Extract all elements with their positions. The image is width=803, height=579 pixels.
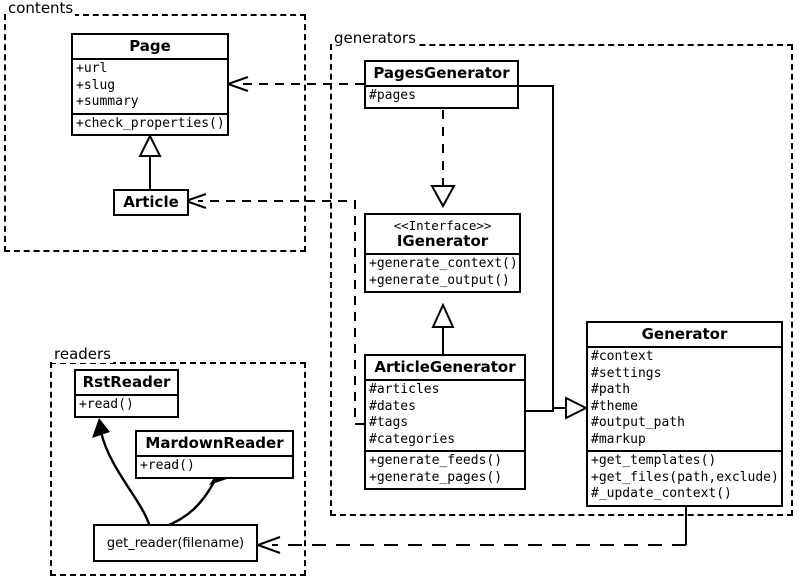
class-page[interactable]: Page +url +slug +summary +check_properti…	[71, 33, 229, 136]
attribute: #categories	[369, 431, 456, 447]
method: #_update_context()	[591, 486, 732, 501]
class-article[interactable]: Article	[113, 189, 189, 216]
class-pages-generator-attributes: #pages	[366, 85, 517, 107]
class-page-attributes: +url +slug +summary	[73, 58, 227, 113]
class-page-methods: +check_properties()	[73, 112, 227, 135]
attribute: +summary	[76, 94, 139, 109]
method: +generate_pages()	[369, 469, 503, 485]
method: +check_properties()	[76, 115, 225, 131]
class-mardown-reader-title: MardownReader	[145, 434, 284, 452]
class-mardown-reader[interactable]: MardownReader +read()	[135, 430, 294, 479]
package-contents	[4, 14, 306, 252]
attribute: #output_path	[591, 415, 685, 430]
attribute: #settings	[591, 365, 662, 381]
attribute: #context	[591, 349, 654, 364]
class-mardown-reader-methods: +read()	[137, 455, 292, 477]
class-generator-title: Generator	[641, 325, 728, 343]
class-article-title: Article	[123, 193, 179, 211]
attribute: +slug	[76, 77, 116, 93]
method: +read()	[140, 458, 195, 473]
attribute: #path	[591, 382, 631, 397]
package-generators-label: generators	[332, 29, 418, 47]
function-get-reader[interactable]: get_reader(filename)	[93, 524, 258, 562]
method: +get_files(path,exclude)	[591, 469, 779, 485]
class-rst-reader-methods: +read()	[76, 394, 177, 416]
class-article-generator-methods: +generate_feeds() +generate_pages()	[366, 450, 524, 488]
class-generator-attributes: #context #settings #path #theme #output_…	[588, 346, 781, 450]
class-article-generator-title: ArticleGenerator	[374, 358, 516, 376]
method: +generate_output()	[369, 272, 510, 288]
class-rst-reader-title: RstReader	[82, 373, 171, 391]
function-get-reader-label: get_reader(filename)	[106, 535, 245, 551]
package-contents-label: contents	[6, 0, 76, 17]
package-readers-label: readers	[52, 345, 113, 363]
attribute: #articles	[369, 382, 440, 397]
attribute: #dates	[369, 398, 416, 414]
class-igenerator[interactable]: <<Interface>> IGenerator +generate_conte…	[364, 213, 521, 293]
class-article-generator-attributes: #articles #dates #tags #categories	[366, 379, 524, 450]
class-igenerator-methods: +generate_context() +generate_output()	[366, 253, 519, 291]
class-rst-reader[interactable]: RstReader +read()	[74, 369, 179, 418]
class-article-generator[interactable]: ArticleGenerator #articles #dates #tags …	[364, 354, 526, 490]
class-pages-generator[interactable]: PagesGenerator #pages	[364, 60, 519, 109]
class-igenerator-name: IGenerator	[396, 232, 489, 250]
attribute: #theme	[591, 398, 638, 414]
attribute: #pages	[369, 88, 416, 103]
method: +get_templates()	[591, 453, 717, 468]
class-pages-generator-title: PagesGenerator	[373, 64, 510, 82]
class-page-title: Page	[129, 37, 171, 55]
attribute: #markup	[591, 431, 646, 447]
class-generator-methods: +get_templates() +get_files(path,exclude…	[588, 450, 781, 505]
method: +read()	[79, 397, 134, 412]
class-igenerator-title: <<Interface>> IGenerator	[366, 215, 519, 253]
attribute: #tags	[369, 415, 409, 430]
class-igenerator-stereotype: <<Interface>>	[393, 218, 492, 233]
package-readers	[50, 362, 306, 576]
attribute: +url	[76, 61, 108, 76]
class-generator[interactable]: Generator #context #settings #path #them…	[586, 321, 783, 507]
method: +generate_feeds()	[369, 453, 503, 468]
method: +generate_context()	[369, 256, 518, 271]
